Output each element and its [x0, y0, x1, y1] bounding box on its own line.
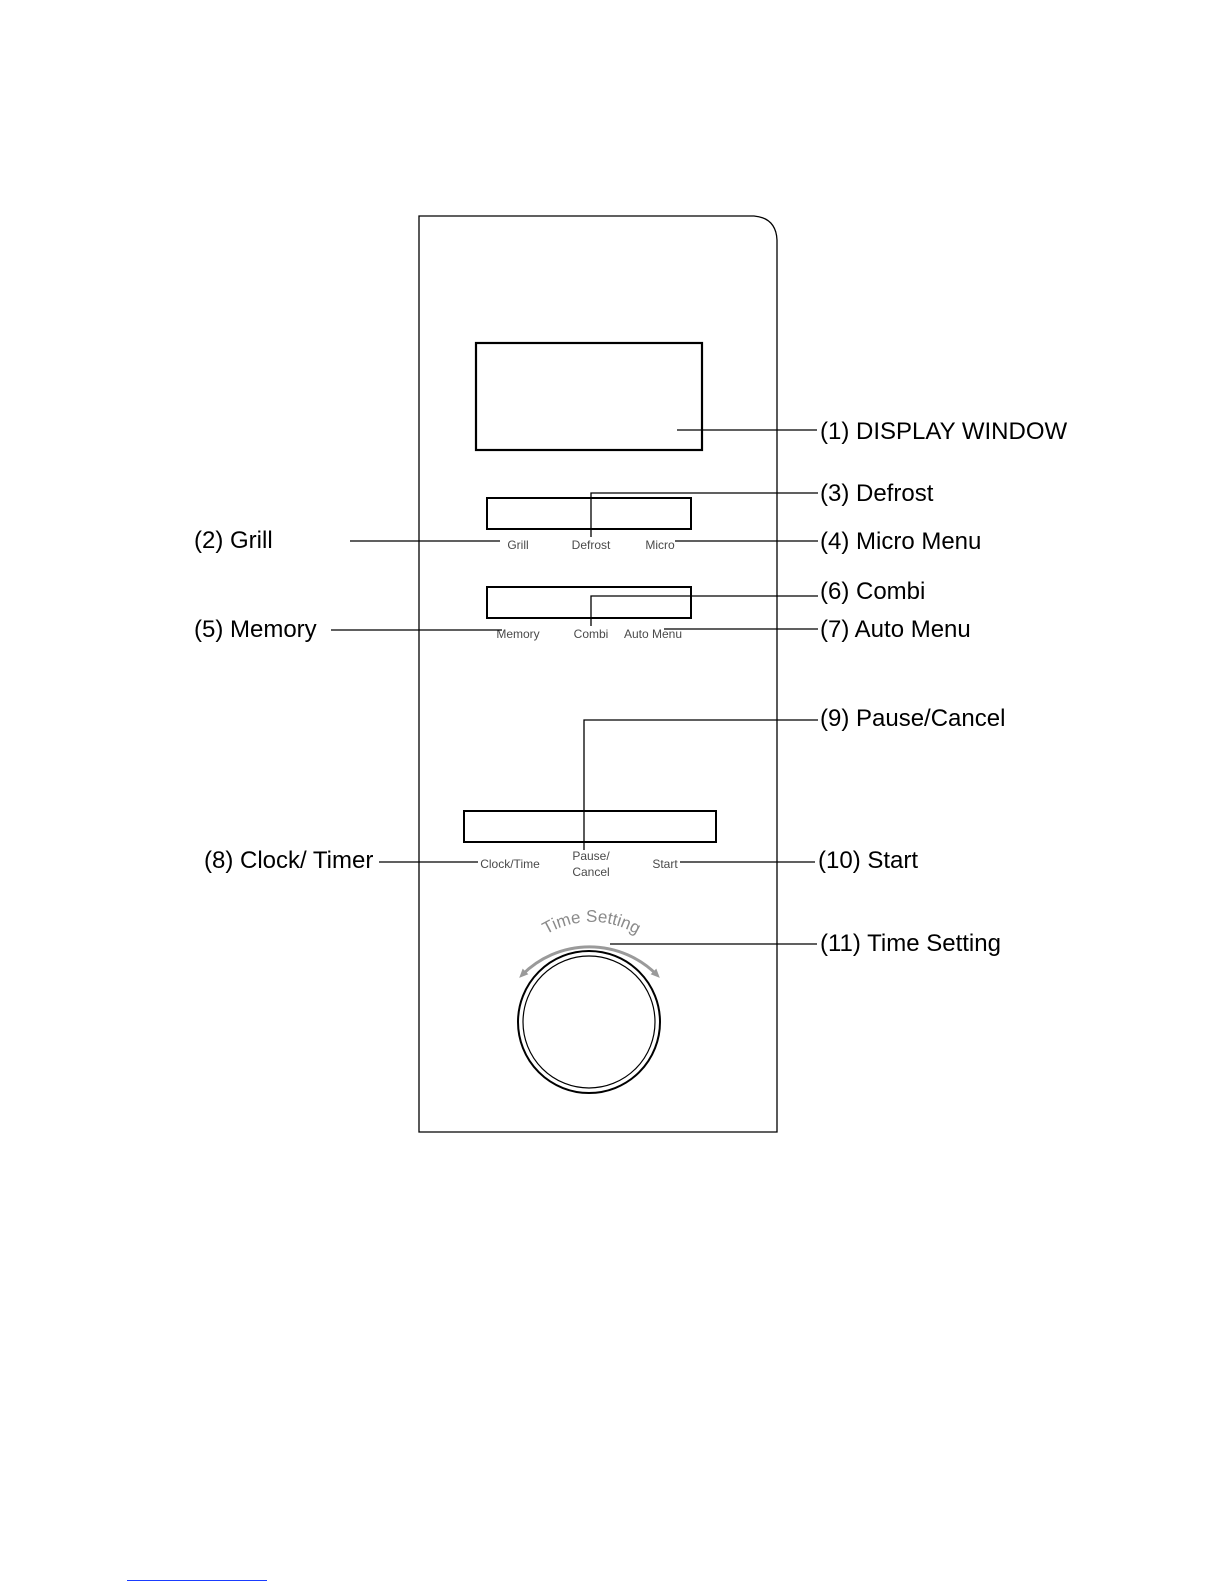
- callout-clock-timer: (8) Clock/ Timer: [204, 847, 373, 874]
- callout-auto-menu: (7) Auto Menu: [820, 616, 971, 643]
- button-bar-row3[interactable]: [464, 811, 716, 842]
- pause-button-label-line1: Pause/: [572, 849, 610, 863]
- display-window: [476, 343, 702, 450]
- footer-rule: [127, 1580, 267, 1581]
- memory-button-label: Memory: [496, 627, 539, 641]
- start-button-label: Start: [652, 857, 678, 871]
- callout-time-setting: (11) Time Setting: [820, 930, 1001, 957]
- time-setting-arc-label: Time Setting: [539, 907, 644, 938]
- button-bar-row1[interactable]: [487, 498, 691, 529]
- callout-defrost: (3) Defrost: [820, 480, 934, 507]
- callout-combi: (6) Combi: [820, 578, 925, 605]
- button-bar-row2[interactable]: [487, 587, 691, 618]
- callout-memory: (5) Memory: [194, 616, 317, 643]
- cancel-button-label-line2: Cancel: [572, 865, 609, 879]
- combi-button-label: Combi: [574, 627, 609, 641]
- callout-pause-cancel: (9) Pause/Cancel: [820, 705, 1005, 732]
- micro-button-label: Micro: [645, 538, 675, 552]
- time-setting-knob-outer[interactable]: [518, 951, 660, 1093]
- callout-micro-menu: (4) Micro Menu: [820, 528, 981, 555]
- callout-display-window: (1) DISPLAY WINDOW: [820, 418, 1067, 445]
- defrost-button-label: Defrost: [572, 538, 611, 552]
- callout-start: (10) Start: [818, 847, 918, 874]
- grill-button-label: Grill: [507, 538, 528, 552]
- clock-time-button-label: Clock/Time: [480, 857, 540, 871]
- callout-grill: (2) Grill: [194, 527, 273, 554]
